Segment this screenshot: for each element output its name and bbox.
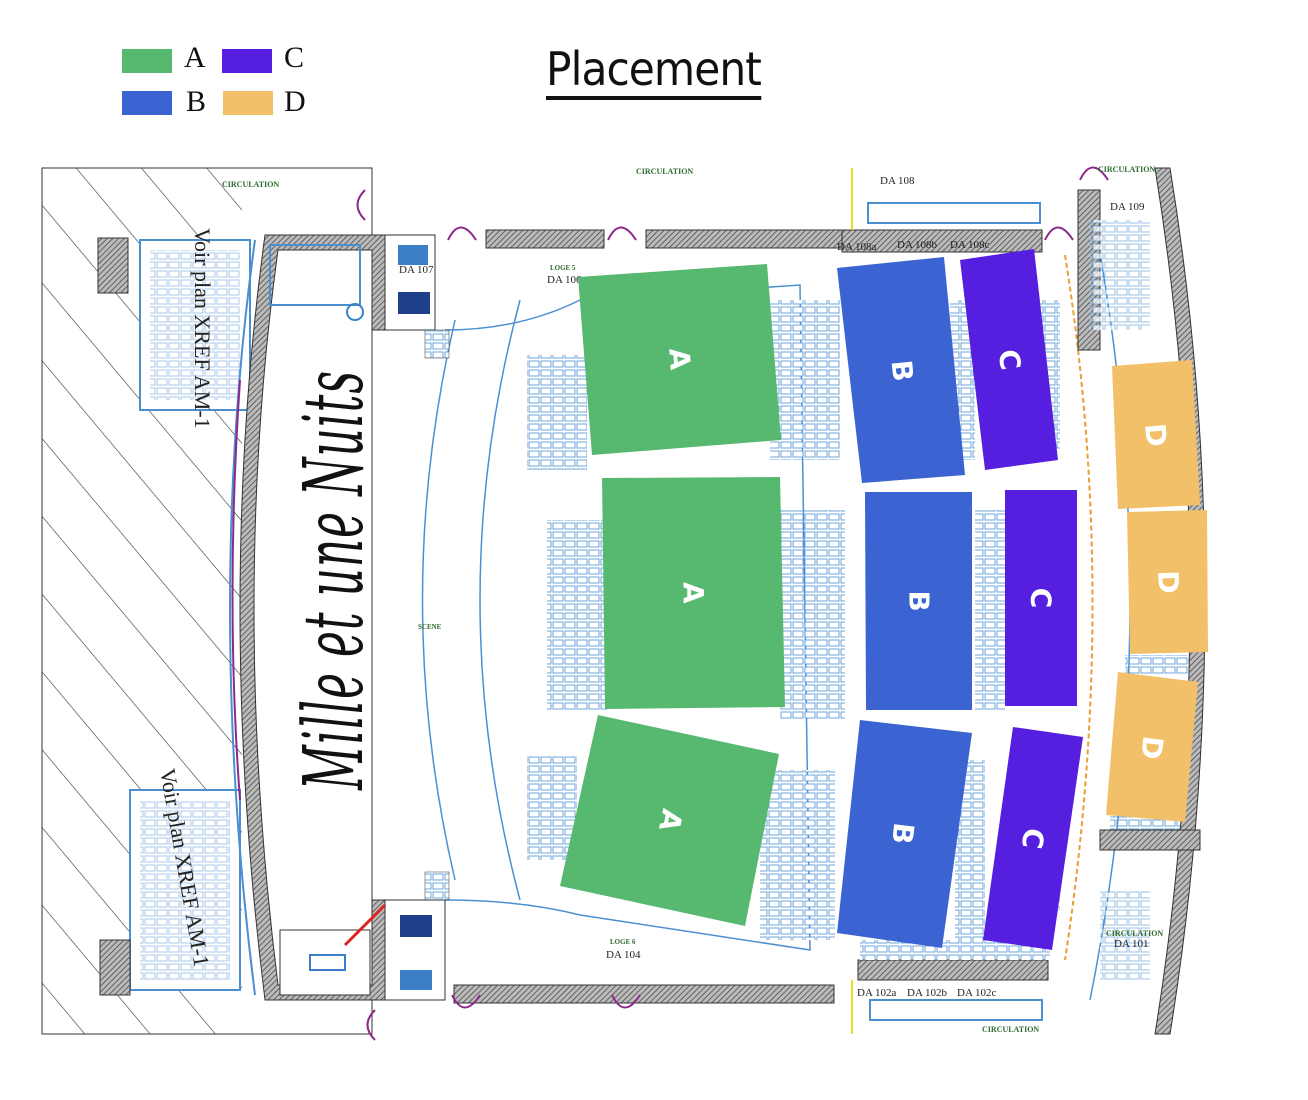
seating-block-shape[interactable] [1127,510,1208,654]
seating-block-d[interactable]: D [1106,672,1198,822]
seating-block-label: A [676,582,709,604]
seating-block-label: D [1151,570,1185,594]
seating-block-b[interactable]: B [837,257,965,483]
page-title: Placement [546,44,762,100]
seating-block-label: C [991,347,1027,372]
circulation-label-top: CIRCULATION [636,167,693,176]
room-loge6: LOGE 6 [610,938,636,946]
circulation-label-bottom: CIRCULATION [982,1025,1039,1034]
show-name: Mille et une Nuits [287,370,382,791]
legend-swatch-b [122,91,172,115]
seating-block-a[interactable]: A [602,477,785,709]
seating-block-label: C [1025,588,1058,609]
room-da107: DA 107 [399,264,434,276]
room-da104: DA 104 [606,949,641,961]
room-da102a: DA 102a [857,987,897,999]
stairs-top [139,239,251,411]
seating-block-c[interactable]: C [983,727,1083,950]
seating-block-shape[interactable] [837,720,972,948]
seating-block-shape[interactable] [865,492,972,710]
seating-block-shape[interactable] [602,477,785,709]
seating-block-shape[interactable] [1005,490,1077,706]
seating-block-label: B [885,821,920,846]
seating-block-shape[interactable] [1112,360,1200,509]
legend-label-d: D [284,85,306,118]
room-da109: DA 109 [1110,201,1145,213]
seating-block-shape[interactable] [560,715,779,926]
legend-swatch-d [223,91,273,115]
stage-wall [239,234,386,1001]
legend-label-b: B [186,85,207,118]
seating-block-b[interactable]: B [837,720,972,948]
room-da108c: DA 108c [950,239,990,251]
legend-swatch-c [222,49,272,73]
seating-block-a[interactable]: A [560,715,779,926]
seating-block-label: C [1015,826,1051,851]
seating-block-label: B [902,590,935,611]
seating-block-shape[interactable] [578,264,781,455]
room-da101: DA 101 [1114,938,1149,950]
room-da108b: DA 108b [897,239,938,251]
legend-label-c: C [284,41,305,74]
legend-label-a: A [184,41,206,74]
seating-block-shape[interactable] [1106,672,1198,822]
circulation-label-left: CIRCULATION [222,180,279,189]
circulation-label-da101: CIRCULATION [1106,929,1163,938]
room-da108a: DA 108a [837,241,877,253]
seating-block-c[interactable]: C [1005,490,1077,706]
seating-block-a[interactable]: A [578,264,781,455]
seating-block-label: A [662,347,696,371]
room-da102c: DA 102c [957,987,997,999]
seating-block-b[interactable]: B [865,492,972,710]
stage-label: SCENE [418,623,442,631]
seating-block-d[interactable]: D [1112,360,1200,509]
circulation-label-right: CIRCULATION [1098,165,1155,174]
seating-block-c[interactable]: C [960,249,1058,470]
seating-blocks: A A A B B B C C C D D D [560,249,1208,950]
voir-plan-top: Voir plan XREF AM-1 [190,228,215,429]
stairs-bottom [129,789,241,991]
room-da106: DA 106 [547,274,582,286]
seat-rows [527,300,1205,960]
room-loge5: LOGE 5 [550,264,576,272]
seating-block-shape[interactable] [837,257,965,483]
room-da108: DA 108 [880,175,915,187]
seating-block-label: D [1138,422,1173,448]
seating-block-d[interactable]: D [1127,510,1208,654]
seating-block-shape[interactable] [983,727,1083,950]
room-da102b: DA 102b [907,987,948,999]
seating-block-label: D [1134,734,1170,761]
seating-block-shape[interactable] [960,249,1058,470]
seating-block-label: B [884,358,919,383]
legend-swatch-a [122,49,172,73]
